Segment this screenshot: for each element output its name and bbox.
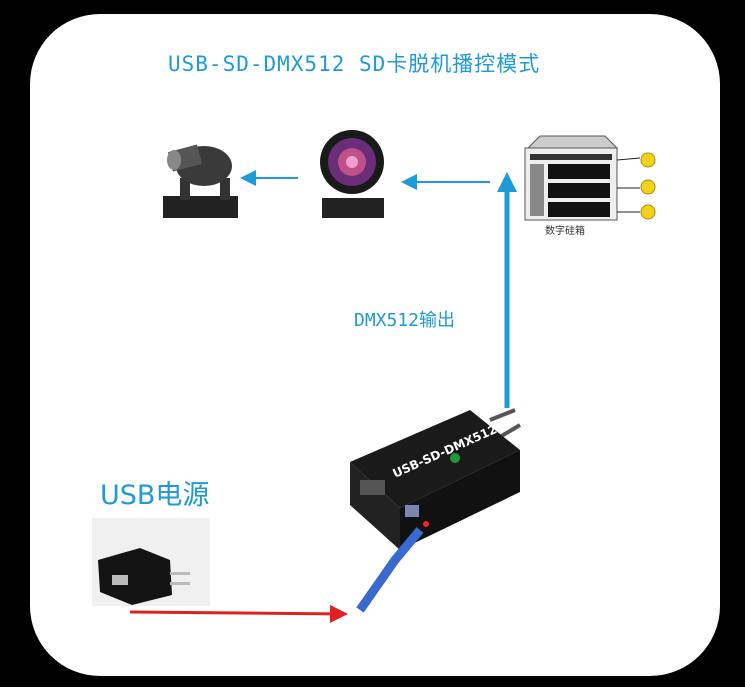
- dimmer-rack-label: 数字硅箱: [545, 226, 585, 237]
- usb-power-label: USB电源: [100, 480, 210, 511]
- usb-sd-dmx512-device-icon: USB-SD-DMX512: [350, 408, 522, 613]
- diagram-title: USB-SD-DMX512 SD卡脱机播控模式: [168, 52, 541, 76]
- moving-head-light-icon: [163, 144, 238, 218]
- led-wash-light-icon: [320, 130, 384, 218]
- usb-power-adapter-icon: [92, 518, 210, 606]
- dimmer-rack-icon: [524, 135, 656, 221]
- dmx-output-label: DMX512输出: [354, 310, 456, 331]
- power-arrow: [129, 604, 348, 623]
